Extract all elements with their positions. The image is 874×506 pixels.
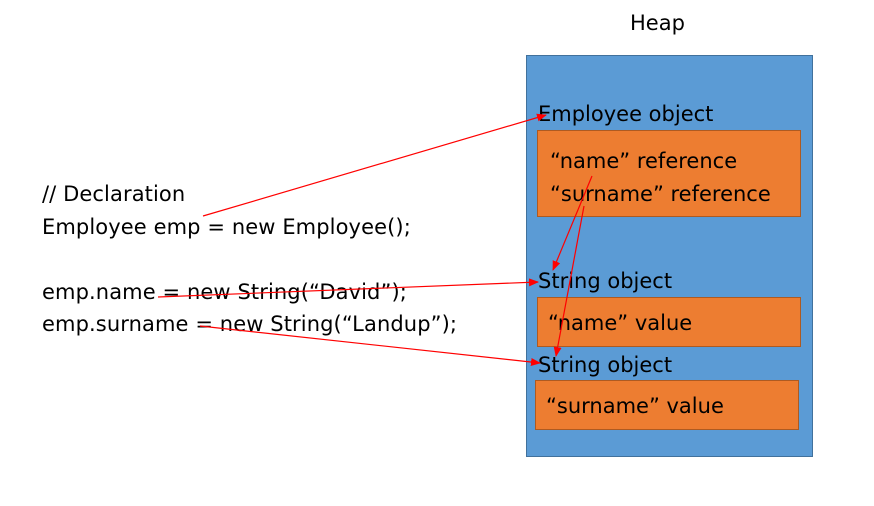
code-declaration: Employee emp = new Employee(); <box>42 215 411 239</box>
string-surname-value: “surname” value <box>546 394 724 418</box>
arrow-emp-surname-to-string-object <box>199 325 541 367</box>
arrow-name-reference-to-string-object <box>552 175 593 271</box>
employee-name-reference: “name” reference <box>550 149 738 173</box>
arrow-surname-reference-to-string-object <box>553 205 585 357</box>
string-object-name-box <box>537 297 801 347</box>
arrow-emp-to-employee-object <box>202 113 547 217</box>
employee-surname-reference: “surname” reference <box>550 182 771 206</box>
employee-object-label: Employee object <box>538 102 714 126</box>
code-assign-name: emp.name = new String(“David”); <box>42 280 407 304</box>
string-object-surname-box <box>535 380 799 430</box>
heap-title: Heap <box>630 11 685 35</box>
string-object-surname-label: String object <box>538 353 673 377</box>
code-comment: // Declaration <box>42 182 186 206</box>
code-assign-surname: emp.surname = new String(“Landup”); <box>42 312 458 336</box>
arrow-emp-name-to-string-object <box>157 278 539 298</box>
employee-object-box <box>537 130 801 217</box>
string-name-value: “name” value <box>548 311 693 335</box>
